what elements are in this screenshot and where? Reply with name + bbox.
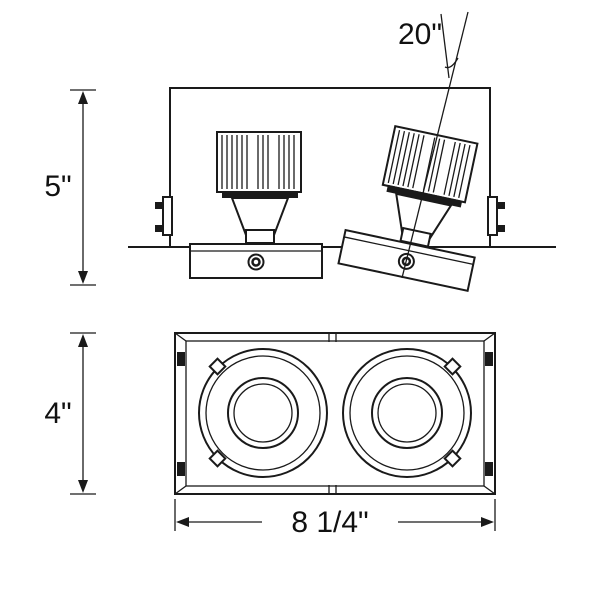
aperture-inner [377, 383, 437, 443]
aperture-outer [227, 377, 299, 449]
left-mounting-bracket [155, 196, 173, 236]
depth-dimension: 4" [44, 332, 96, 495]
fixture-body-outline [174, 332, 496, 495]
clip [177, 352, 185, 366]
clip [177, 462, 185, 476]
retention-clips [177, 352, 493, 476]
width-label: 8 1/4" [291, 506, 368, 539]
yoke-pivot [245, 229, 275, 244]
corner-joints [174, 332, 496, 495]
arrow-up-icon [78, 334, 88, 347]
bracket-plate [487, 196, 498, 236]
lamp-can [216, 131, 302, 193]
tilted-head [337, 124, 479, 292]
bracket-clip [497, 225, 505, 232]
right-mounting-bracket [487, 196, 505, 236]
bracket-plate [162, 196, 173, 236]
angle-arc [444, 57, 459, 69]
angle-dimension: 20" [398, 11, 469, 279]
bracket-clip [155, 225, 163, 232]
heat-sink-fins [387, 129, 471, 199]
outer-ring [198, 348, 328, 478]
fixed-head [189, 131, 323, 279]
height-label: 5" [44, 170, 71, 203]
trim-box [189, 243, 323, 279]
bracket-clip [155, 202, 163, 209]
clip [485, 462, 493, 476]
bracket-clip [497, 202, 505, 209]
left-trim-ring [198, 348, 328, 478]
aperture-inner [233, 383, 293, 443]
arrow-right-icon [481, 517, 494, 527]
clip [485, 352, 493, 366]
arrow-down-icon [78, 271, 88, 284]
arrow-left-icon [176, 517, 189, 527]
center-divider-ticks [328, 333, 337, 494]
ring-tab [208, 357, 227, 376]
fixture-body-inner [185, 340, 485, 487]
ring-tab [443, 357, 462, 376]
width-dimension: 8 1/4" [174, 499, 496, 539]
depth-label: 4" [44, 397, 71, 430]
inner-ring [349, 355, 465, 471]
arrow-down-icon [78, 480, 88, 493]
ring-tab [443, 449, 462, 468]
adjustment-knob [247, 253, 265, 271]
inner-ring [205, 355, 321, 471]
housing-frame [169, 87, 491, 247]
lamp-collar [222, 191, 298, 198]
angle-reference-line [440, 13, 450, 79]
outer-ring [342, 348, 472, 478]
lamp-collar [386, 184, 463, 208]
height-dimension: 5" [44, 89, 96, 286]
arrow-up-icon [78, 91, 88, 104]
side-elevation-view: 20" 5" [44, 11, 556, 292]
ring-tab [208, 449, 227, 468]
heat-sink-fins [221, 135, 295, 189]
angle-axis-line [401, 11, 469, 279]
right-trim-ring [342, 348, 472, 478]
adjustment-knob-center [251, 257, 261, 267]
angle-label: 20" [398, 18, 442, 51]
aperture-outer [371, 377, 443, 449]
bottom-plan-view: 4" 8 1/4" [44, 332, 496, 539]
